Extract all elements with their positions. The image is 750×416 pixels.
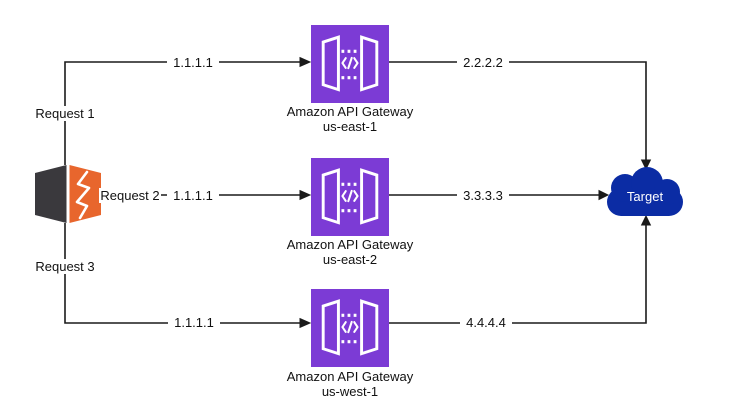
gateway-3-label: Amazon API Gateway us-west-1	[265, 369, 435, 399]
gateway-1-label: Amazon API Gateway us-east-1	[265, 104, 435, 134]
cloud-icon: Target	[607, 167, 683, 216]
gateway-node-us-west-1	[311, 289, 389, 367]
api-gateway-icon	[311, 25, 389, 103]
request-1-outbound-ip: 2.2.2.2	[457, 55, 509, 70]
request-2-inbound-ip: 1.1.1.1	[167, 188, 219, 203]
target-node: Target	[605, 166, 685, 218]
gateway-2-region: us-east-2	[322, 252, 378, 267]
connector-request-3-in	[64, 223, 312, 329]
gateway-1-region: us-east-1	[322, 119, 378, 134]
burp-suite-icon	[35, 165, 101, 223]
gateway-3-region: us-west-1	[321, 384, 379, 399]
api-gateway-icon	[311, 158, 389, 236]
request-3-outbound-ip: 4.4.4.4	[460, 315, 512, 330]
request-3-inbound-ip: 1.1.1.1	[168, 315, 220, 330]
gateway-2-title: Amazon API Gateway	[286, 237, 414, 252]
gateway-3-title: Amazon API Gateway	[286, 369, 414, 384]
gateway-node-us-east-2	[311, 158, 389, 236]
request-3-label: Request 3	[29, 259, 101, 274]
gateway-1-title: Amazon API Gateway	[286, 104, 414, 119]
request-2-outbound-ip: 3.3.3.3	[457, 188, 509, 203]
request-2-label: Request 2	[99, 188, 161, 203]
connector-request-3-out	[388, 214, 652, 324]
gateway-2-label: Amazon API Gateway us-east-2	[265, 237, 435, 267]
request-1-inbound-ip: 1.1.1.1	[167, 55, 219, 70]
target-label: Target	[627, 189, 664, 204]
source-node	[35, 164, 101, 224]
request-1-label: Request 1	[29, 106, 101, 121]
gateway-node-us-east-1	[311, 25, 389, 103]
connector-request-1-in	[64, 56, 312, 165]
api-gateway-icon	[311, 289, 389, 367]
